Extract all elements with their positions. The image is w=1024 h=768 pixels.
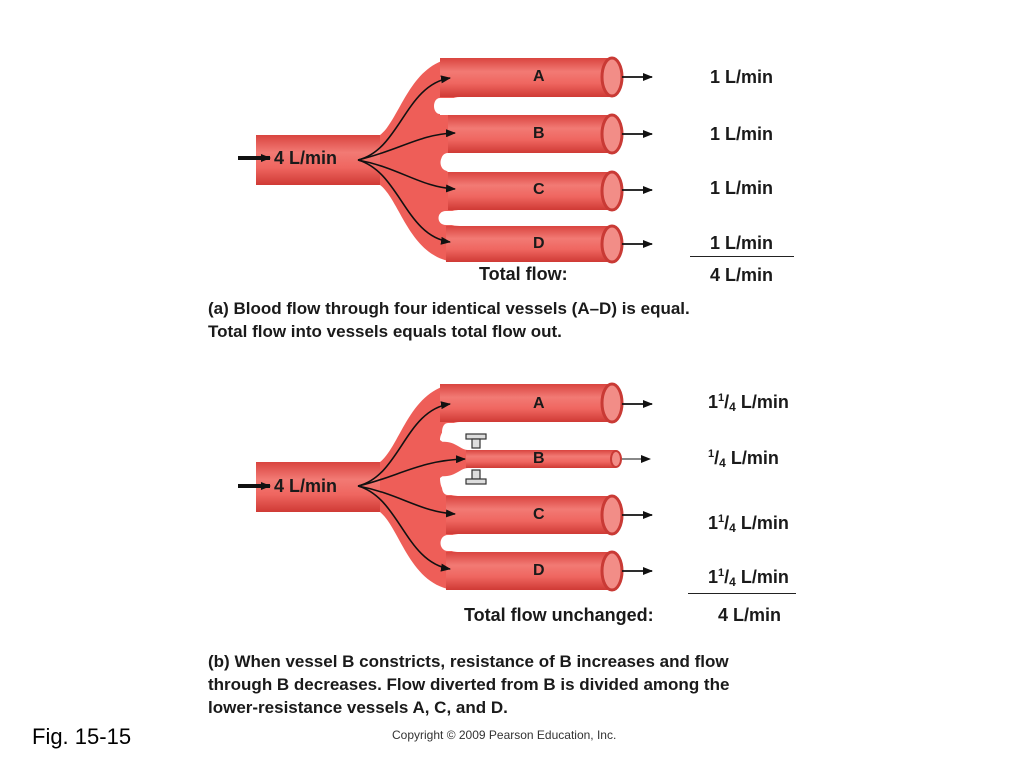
panel-a-end-d [602,226,622,262]
panel-b-caption-line2: through B decreases. Flow diverted from … [208,675,729,694]
panel-b-flow-c-num: 1 [718,513,724,525]
panel-b-flow-d-den: 4 [729,575,736,589]
panel-a-tube-c [448,172,612,210]
panel-b-input-flow: 4 L/min [274,476,337,497]
panel-b-vessel-label-c: C [533,506,545,524]
panel-b-total-value: 4 L/min [718,605,781,626]
panel-a-flow-a: 1 L/min [710,67,773,88]
panel-b-caption: (b) When vessel B constricts, resistance… [208,650,868,719]
panel-b-flow-c-den: 4 [729,521,736,535]
panel-a-caption: (a) Blood flow through four identical ve… [208,297,848,343]
panel-b-flow-d-whole: 1 [708,567,718,587]
panel-a-vessel-label-d: D [533,235,545,253]
panel-b-flow-b: 1/4 L/min [708,448,779,470]
panel-a-caption-line1: Blood flow through four identical vessel… [234,299,690,318]
panel-a-tube-a [440,58,612,97]
panel-b-flow-a: 11/4 L/min [708,392,789,414]
panel-a-caption-tag: (a) [208,299,229,318]
panel-a-vessel-label-a: A [533,68,545,86]
panel-b-flow-c-whole: 1 [708,513,718,533]
panel-a-sum-rule [690,256,794,257]
panel-a-gap-1 [434,98,612,114]
panel-b-flow-a-whole: 1 [708,392,718,412]
panel-b-flow-d: 11/4 L/min [708,567,789,589]
panel-a-flow-c: 1 L/min [710,178,773,199]
panel-a-input-flow: 4 L/min [274,148,337,169]
panel-a-tube-d [446,226,612,262]
panel-b-end-c [602,496,622,534]
panel-a-end-b [602,115,622,153]
panel-b-flow-d-num: 1 [718,567,724,579]
panel-b-flow-b-unit: L/min [731,448,779,468]
panel-b-end-b [611,451,621,467]
panel-a-gap-2 [441,154,613,171]
panel-b-caption-tag: (b) [208,652,230,671]
copyright-notice: Copyright © 2009 Pearson Education, Inc. [392,728,616,742]
panel-a-flow-d: 1 L/min [710,233,773,254]
panel-b-caption-line3: lower-resistance vessels A, C, and D. [208,698,508,717]
panel-b-flow-a-unit: L/min [741,392,789,412]
panel-b-flow-b-den: 4 [719,456,726,470]
panel-b-end-d [602,552,622,590]
panel-a-total-label: Total flow: [479,264,568,285]
panel-b-total-label: Total flow unchanged: [464,605,654,626]
panel-b-gap-2 [441,535,613,551]
panel-b-tube-c [446,496,612,534]
panel-a-vessel-label-b: B [533,125,545,143]
panel-b-flow-a-den: 4 [729,400,736,414]
panel-b-caption-line1: When vessel B constricts, resistance of … [234,652,728,671]
panel-a-vessel-label-c: C [533,181,545,199]
panel-b-sum-rule [688,593,796,594]
panel-a-end-c [602,172,622,210]
panel-b-flow-a-num: 1 [718,392,724,404]
panel-b-vessel-label-a: A [533,395,545,413]
panel-a-total-value: 4 L/min [710,265,773,286]
panel-b-vessel-label-d: D [533,562,545,580]
figure-label: Fig. 15-15 [32,724,131,750]
panel-b-tube-a [440,384,612,422]
panel-b-flow-d-unit: L/min [741,567,789,587]
panel-a-caption-line2: Total flow into vessels equals total flo… [208,322,562,341]
panel-b-end-a [602,384,622,422]
panel-a-gap-3 [439,211,613,225]
panel-a-tube-b [448,115,612,153]
panel-b-flow-b-num: 1 [708,448,714,460]
panel-b-flow-c: 11/4 L/min [708,513,789,535]
panel-b-flow-c-unit: L/min [741,513,789,533]
panel-a-end-a [602,58,622,96]
panel-a-flow-b: 1 L/min [710,124,773,145]
panel-b-tube-d [446,552,612,590]
panel-b-vessel-label-b: B [533,450,545,468]
